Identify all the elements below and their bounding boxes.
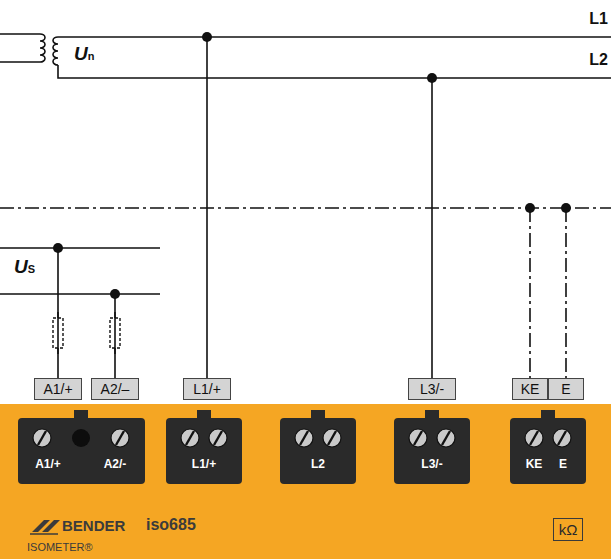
screw-terminals [18,410,145,484]
terminal-name: KE [526,457,543,471]
terminal-block: L1/+ [166,418,242,484]
screw-terminals [510,410,586,484]
earth-wires [530,208,566,378]
terminal-name: L1/+ [192,457,216,471]
terminal-name: E [561,381,570,397]
terminal-label: A1/+ [34,378,82,400]
device-housing: BENDER iso685ISOMETER® A1/+ A2/- L1/+ L2 L3/- K… [0,404,611,559]
wire-l3 [431,78,433,378]
primary-coil [40,34,45,62]
voltage-symbol: US [14,257,35,276]
conductor-name: L2 [589,51,608,69]
terminal-name: L1/+ [193,381,221,397]
terminal-name: E [559,457,567,471]
terminal-block: A1/+ A2/- [18,418,145,484]
unit-symbol: kΩ [559,521,578,538]
terminal-name: L3/- [420,381,444,397]
terminal-block: L3/- [394,418,470,484]
unit-box: kΩ [553,518,583,541]
terminal-name: A2/– [101,381,130,397]
terminal-label: L3/- [408,378,456,400]
terminal-label: E [548,378,584,400]
junction-dot [53,243,63,253]
junction-dot [427,73,437,83]
terminal-name: A2/- [104,457,127,471]
line-l1 [58,36,611,38]
terminal-name: A1/+ [35,457,61,471]
supply-lines [0,248,160,294]
fuse-link [58,312,115,354]
primary-lead [0,34,40,62]
junction-dot [525,203,535,213]
model-name: iso685 [146,516,196,534]
terminal-block: L2 [280,418,356,484]
terminal-name: L3/- [421,457,442,471]
line-l2 [58,65,611,78]
screw-terminals [166,410,242,484]
screw-terminals [280,410,356,484]
junction-dot [202,32,212,42]
terminal-label: A2/– [91,378,139,400]
protective-earth [0,207,611,209]
conductor-name: L1 [589,10,608,28]
junction-dot [110,289,120,299]
terminal-label: KE [512,378,548,400]
terminal-block: KE E [510,418,586,484]
screw-terminals [394,410,470,484]
voltage-symbol: Un [74,44,94,63]
terminal-name: A1/+ [43,381,72,397]
terminal-name: L2 [311,457,325,471]
secondary-coil [53,37,58,65]
terminal-label: L1/+ [183,378,231,400]
terminal-name: KE [521,381,540,397]
product-line: ISOMETER® [27,541,93,553]
junction-dot [561,203,571,213]
supply-wires [58,248,115,378]
brand-name: BENDER [62,517,125,534]
